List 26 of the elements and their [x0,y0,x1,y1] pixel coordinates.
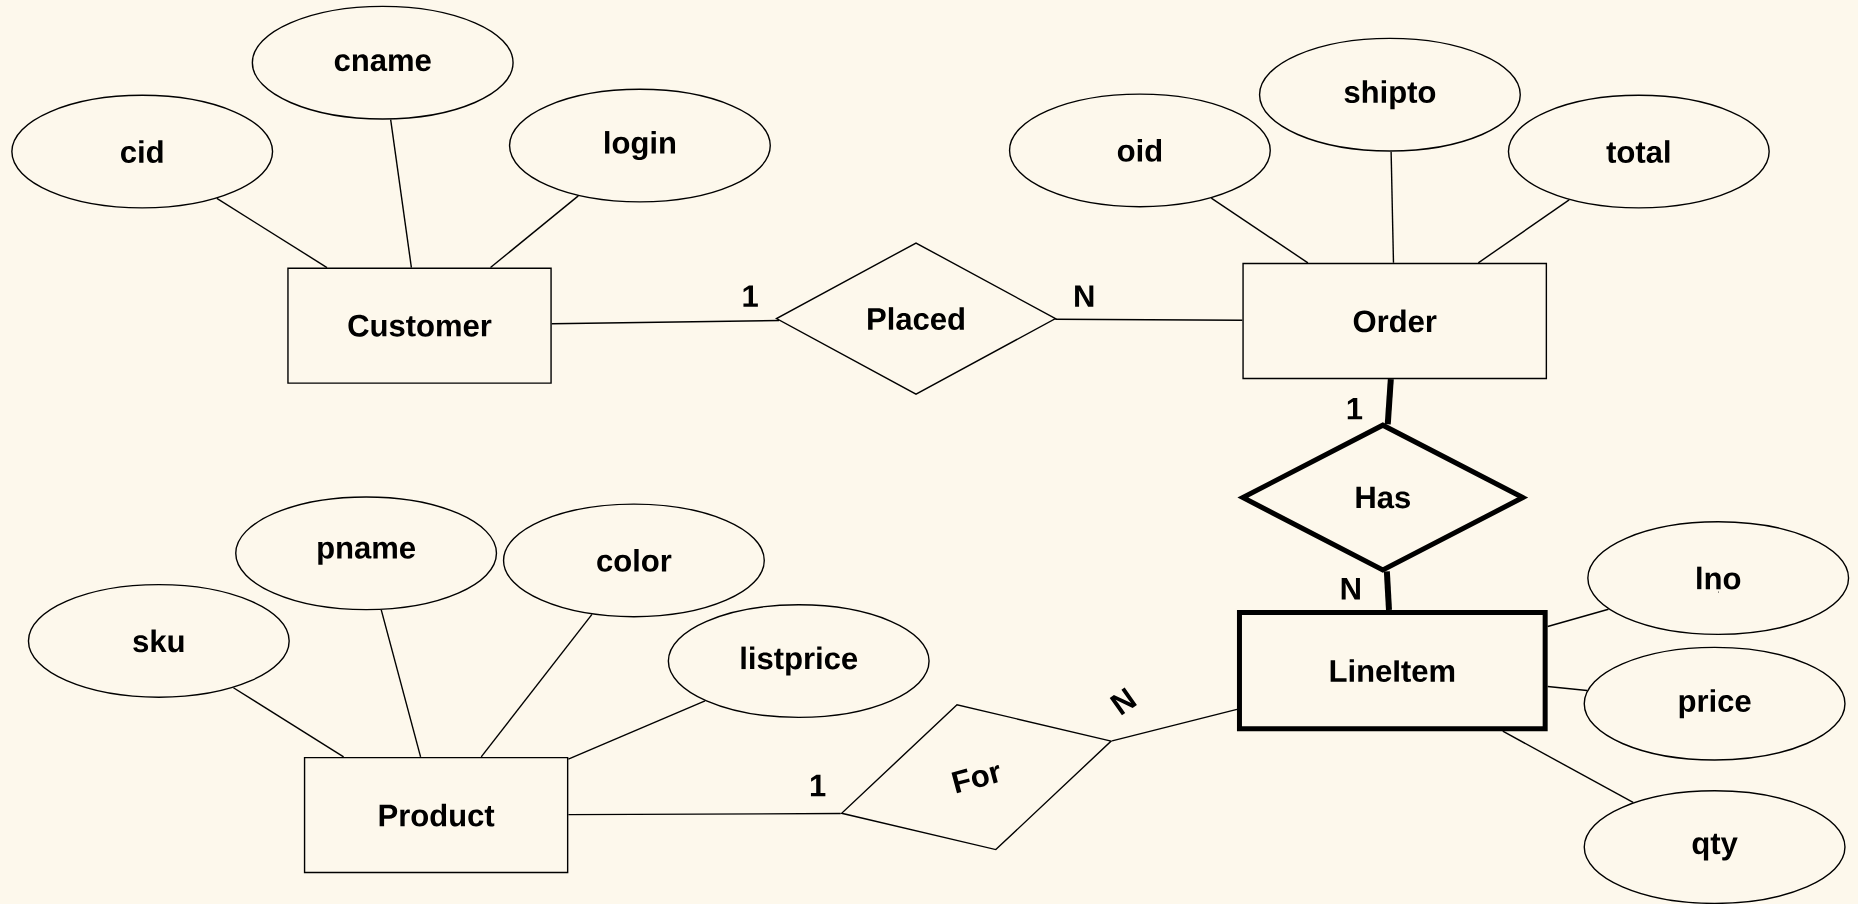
connector-line [232,687,345,758]
entity-box: Customer [287,267,552,384]
cardinality-label: N [1338,577,1363,601]
entity-box: Product [303,756,569,874]
connector-line [489,195,579,269]
cardinality-label: N [1072,284,1097,308]
connector-line [216,197,328,269]
connector-line [1054,318,1244,321]
connector-line [1546,608,1610,628]
connector-line [1502,730,1634,804]
connector-line [380,609,422,758]
connector-line [567,700,706,760]
connector-line [1390,151,1395,264]
connector-line [567,812,842,816]
connector-line [1111,708,1238,742]
entity-box: Order [1242,262,1548,380]
cardinality-label: 1 [740,284,760,308]
entity-box: LineItem [1236,610,1548,732]
connector-line [1210,197,1309,264]
connector-line [480,613,593,758]
connector-line [1546,685,1588,692]
connector-line [389,118,413,269]
connector-line [1384,378,1394,425]
connector-line [551,319,780,325]
connector-line [1383,571,1392,611]
connector-line [1477,199,1570,264]
